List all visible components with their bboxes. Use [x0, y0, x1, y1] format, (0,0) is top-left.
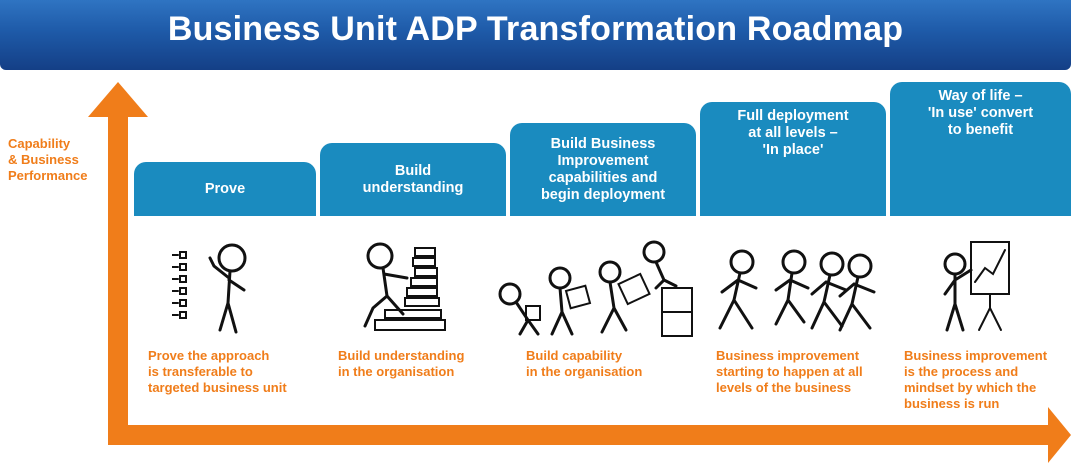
figure-boxes-illustration: [498, 238, 698, 338]
figure-running-illustration: [712, 248, 882, 338]
stage-way-of-life: Way of life – 'In use' convert to benefi…: [890, 82, 1071, 216]
stage-full-deployment-description: Business improvement starting to happen …: [716, 348, 863, 395]
figure-presenting-illustration: [935, 238, 1025, 338]
y-axis-arrow-shaft: [108, 115, 128, 445]
x-axis-arrow-head: [1048, 407, 1071, 463]
title-banner: Business Unit ADP Transformation Roadmap: [0, 0, 1071, 70]
stage-build-capabilities-description: Build capability in the organisation: [526, 348, 643, 379]
stage-build-understanding: Build understanding: [320, 143, 506, 216]
page-title: Business Unit ADP Transformation Roadmap: [167, 10, 904, 48]
stage-build-understanding-description: Build understanding in the organisation: [338, 348, 465, 379]
stage-build-capabilities: Build Business Improvement capabilities …: [510, 123, 696, 216]
y-axis-arrow-head: [88, 82, 148, 117]
figure-checklist-illustration: [172, 238, 262, 338]
figure-books-illustration: [345, 238, 460, 338]
y-axis-label: Capability & Business Performance: [8, 136, 88, 183]
stage-prove-description: Prove the approach is transferable to ta…: [148, 348, 287, 395]
stage-way-of-life-description: Business improvement is the process and …: [904, 348, 1048, 411]
stage-full-deployment: Full deployment at all levels – 'In plac…: [700, 102, 886, 216]
x-axis-arrow-shaft: [108, 425, 1053, 445]
stage-prove: Prove: [134, 162, 316, 216]
